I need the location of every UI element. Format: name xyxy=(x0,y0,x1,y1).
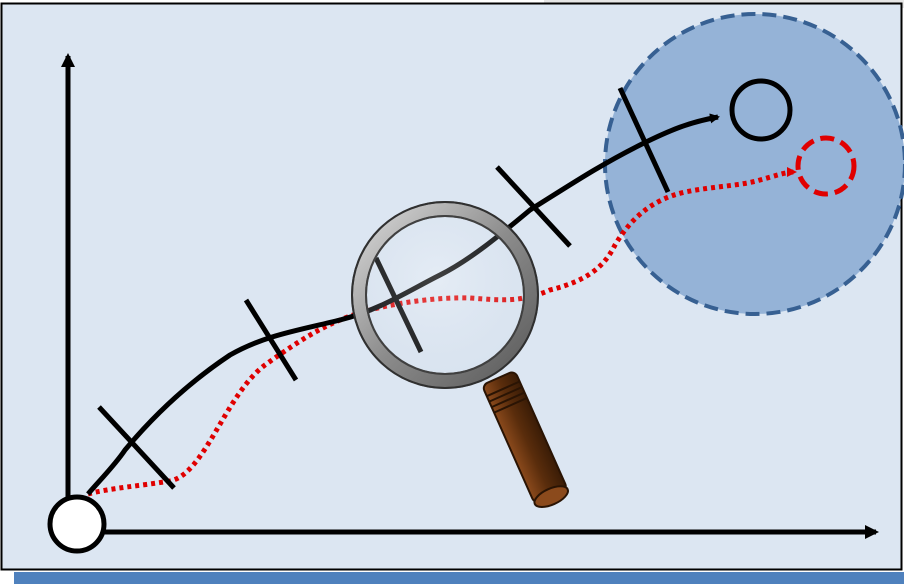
checkpoint-marker-2 xyxy=(243,298,299,382)
goal-circle-icon xyxy=(729,78,793,142)
checkpoint-marker-4 xyxy=(495,165,572,248)
start-circle-icon xyxy=(47,494,107,554)
target-zone xyxy=(603,12,904,316)
magnifying-glass-icon xyxy=(351,201,569,508)
checkpoint-marker-1 xyxy=(97,405,176,490)
panel-shadow-bottom xyxy=(14,572,904,584)
dashed-goal-circle-icon xyxy=(795,135,857,197)
checkpoint-marker-5 xyxy=(617,86,671,194)
